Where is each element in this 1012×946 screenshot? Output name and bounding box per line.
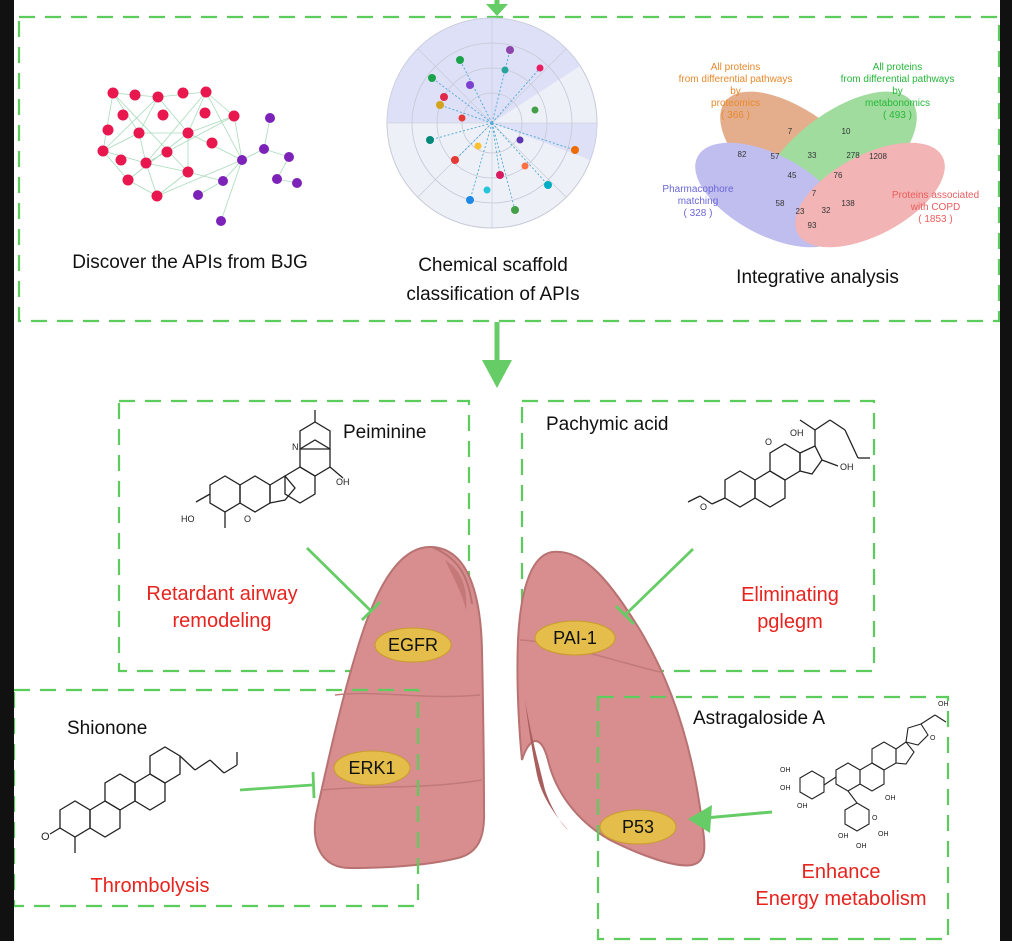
svg-text:OH: OH	[838, 833, 849, 840]
target-erk1: ERK1	[348, 758, 396, 778]
svg-text:N: N	[292, 442, 299, 452]
inhibit-arrow-peiminine	[306, 547, 372, 612]
caption-discover-apis: Discover the APIs from BJG	[72, 252, 308, 273]
venn-count: 278	[846, 151, 860, 160]
svg-text:OH: OH	[780, 785, 791, 792]
venn-count: 82	[738, 150, 747, 159]
svg-text:OH: OH	[336, 477, 350, 487]
compound-name-shionone: Shionone	[67, 718, 148, 739]
venn-count: 33	[808, 151, 817, 160]
caption-integrative-analysis: Integrative analysis	[736, 267, 899, 288]
peiminine-box	[117, 399, 471, 673]
target-ellipse-p53	[599, 809, 677, 845]
compound-name-peiminine: Peiminine	[343, 422, 427, 443]
venn-count: 57	[771, 152, 780, 161]
svg-text:OH: OH	[856, 843, 867, 850]
svg-text:HO: HO	[181, 514, 195, 524]
astragaloside-structure	[799, 714, 947, 832]
target-ellipse-egfr	[374, 627, 452, 663]
svg-text:O: O	[41, 831, 50, 843]
svg-text:O: O	[244, 514, 251, 524]
venn-count: 23	[796, 207, 805, 216]
astragaloside-box	[596, 695, 950, 941]
svg-text:OH: OH	[938, 701, 949, 708]
left-border	[0, 0, 14, 941]
scaffold-polar-plot	[386, 17, 598, 229]
venn-count: 93	[808, 221, 817, 230]
svg-text:OH: OH	[878, 831, 889, 838]
svg-text:O: O	[930, 735, 936, 742]
target-egfr: EGFR	[387, 635, 438, 655]
inhibit-arrow-shionone	[239, 783, 313, 792]
venn-diagram	[695, 91, 945, 248]
venn-count: 7	[812, 189, 817, 198]
svg-text:OH: OH	[885, 795, 896, 802]
right-lung	[313, 545, 486, 870]
venn-count: 32	[822, 206, 831, 215]
activation-arrow-astragaloside	[688, 805, 712, 833]
peiminine-structure	[195, 410, 344, 528]
venn-count: 7	[788, 127, 793, 136]
right-border	[1000, 0, 1012, 941]
caption-scaffold-line2: classification of APIs	[406, 284, 580, 305]
target-p53: P53	[621, 817, 655, 837]
svg-text:OH: OH	[797, 803, 808, 810]
venn-count: 45	[788, 171, 797, 180]
target-ellipse-erk1	[333, 750, 411, 786]
venn-count: 10	[842, 127, 851, 136]
effect-shionone: Thrombolysis	[90, 875, 210, 897]
venn-count: 138	[841, 199, 855, 208]
venn-count: 76	[834, 171, 843, 180]
compound-name-astragaloside: Astragaloside A	[693, 708, 826, 729]
venn-count: 1208	[869, 152, 887, 161]
svg-text:O: O	[700, 502, 707, 512]
target-pai1: PAI-1	[553, 628, 597, 648]
venn-count: 58	[776, 199, 785, 208]
network-graph	[97, 86, 302, 226]
shionone-structure	[49, 746, 238, 853]
svg-text:OH: OH	[840, 462, 854, 472]
svg-text:O: O	[765, 437, 772, 447]
svg-text:O: O	[872, 815, 878, 822]
svg-text:OH: OH	[780, 767, 791, 774]
top-dashed-box	[17, 15, 1001, 323]
pachymic-structure	[687, 419, 870, 508]
caption-scaffold-line1: Chemical scaffold	[418, 255, 568, 276]
target-ellipse-pai1	[534, 620, 616, 656]
svg-text:OH: OH	[790, 428, 804, 438]
compound-name-pachymic-acid: Pachymic acid	[546, 414, 669, 435]
inhibit-arrow-pachymic	[624, 547, 694, 617]
shionone-box	[12, 688, 420, 908]
